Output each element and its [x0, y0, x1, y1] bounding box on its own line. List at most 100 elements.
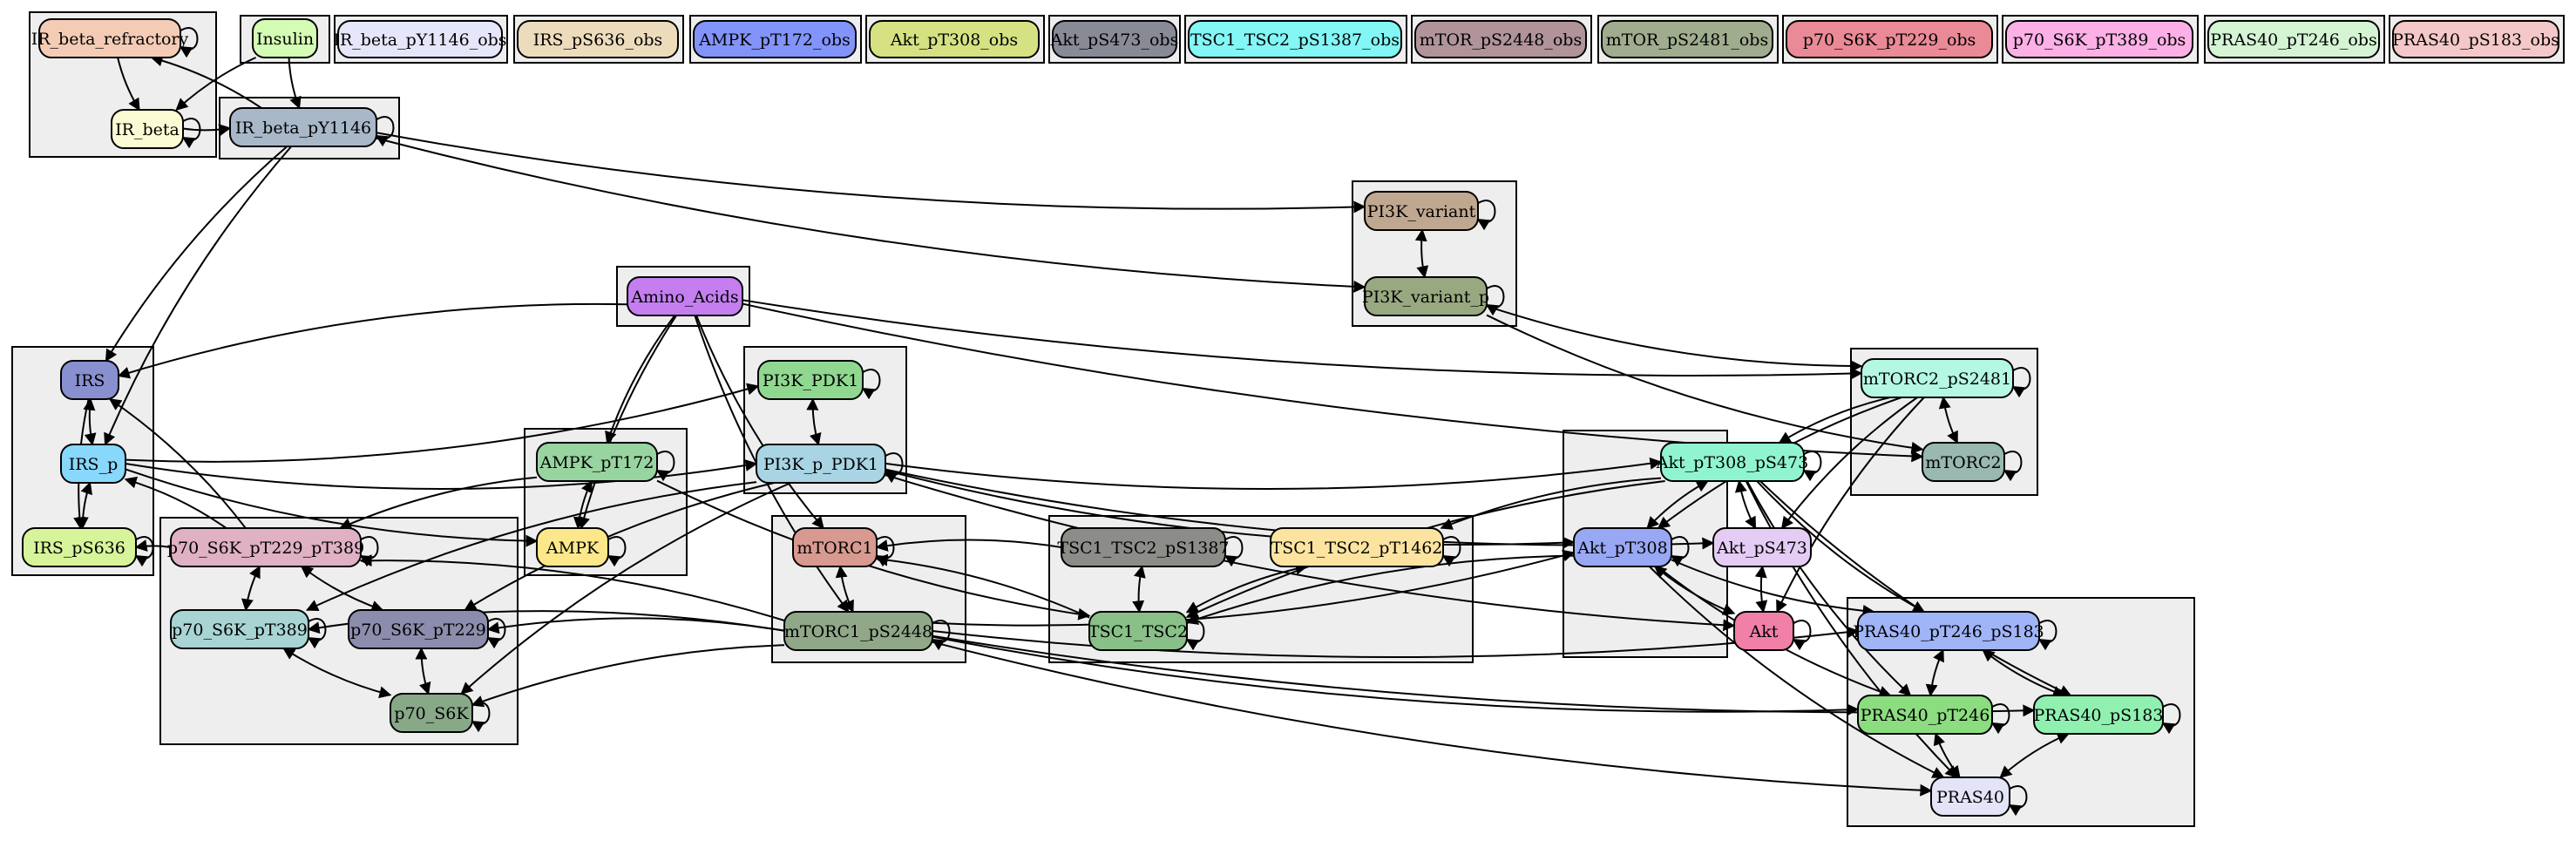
observable-pras40-ps183-obs[interactable]: PRAS40_pS183_obs [2389, 15, 2565, 64]
node-mtorc2[interactable]: mTORC2 [1922, 442, 2005, 482]
node-label: mTORC2 [1925, 453, 2001, 472]
observable-akt-ps473-obs[interactable]: Akt_pS473_obs [1048, 15, 1181, 64]
self-loop-tsc1-tsc2-pt1462 [1441, 536, 1461, 567]
node-label: mTORC1 [797, 539, 872, 558]
node-ampk-pt172[interactable]: AMPK_pT172 [536, 442, 658, 482]
node-p70-s6k-pt389[interactable]: p70_S6K_pT389 [170, 609, 309, 649]
node-p70-s6k-pt229[interactable]: p70_S6K_pT229 [348, 609, 489, 649]
self-loop-mtorc2 [2003, 451, 2023, 482]
node-label: PRAS40 [1936, 788, 2004, 807]
node-label: AMPK_pT172 [539, 453, 654, 472]
node-akt-pt308[interactable]: Akt_pT308 [1573, 527, 1672, 567]
node-p70-s6k-pt229-pt389[interactable]: p70_S6K_pT229_pT389 [167, 527, 364, 567]
node-label: AMPK [546, 539, 600, 558]
edge-mtorc1-ps2448-to-p70-s6k-pt229-pt389 [359, 554, 785, 621]
node-ir-beta[interactable]: IR_beta [111, 109, 184, 149]
node-pras40[interactable]: PRAS40 [1930, 777, 2010, 817]
self-loop-akt [1792, 620, 1812, 651]
self-loop-pi3k-variant [1476, 200, 1496, 231]
node-insulin[interactable]: Insulin [252, 18, 318, 58]
edge-tsc1-tsc2-ps1387-to-tsc1-tsc2 [1132, 565, 1146, 614]
observable-akt-pt308-obs[interactable]: Akt_pT308_obs [865, 15, 1045, 64]
edge-pi3k-p-pdk1-to-akt-pt308-ps473 [885, 457, 1663, 491]
self-loop-ampk [607, 536, 627, 567]
node-pi3k-variant[interactable]: PI3K_variant [1364, 191, 1479, 231]
node-label: mTORC1_pS2448 [784, 622, 932, 641]
observable-tsc1-tsc2-ps1387-obs[interactable]: TSC1_TSC2_pS1387_obs [1184, 15, 1407, 64]
node-irs[interactable]: IRS [60, 360, 119, 400]
self-loop-pras40-ps183 [2161, 703, 2181, 735]
node-mtorc2-ps2481[interactable]: mTORC2_pS2481 [1861, 358, 2014, 398]
self-loop-akt-pt308-ps473 [1802, 451, 1822, 482]
edge-mtorc1-ps2448-to-pras40 [932, 641, 1933, 797]
edge-ampk-pt172-to-ampk [573, 479, 593, 530]
node-label: PRAS40_pS183 [2034, 706, 2164, 725]
edge-ir-beta-refractory-to-ir-beta [117, 57, 140, 112]
edge-ir-beta-py1146-to-pi3k-variant [376, 132, 1366, 214]
node-amino-acids[interactable]: Amino_Acids [627, 276, 743, 316]
node-label: IRS_p [69, 455, 119, 474]
edge-ampk-pt172-to-p70-s6k-pt229-pt389 [339, 476, 538, 530]
node-akt-pt308-ps473[interactable]: Akt_pT308_pS473 [1656, 442, 1808, 482]
observable-label: Akt_pT308_obs [890, 31, 1018, 50]
node-akt[interactable]: Akt [1733, 611, 1794, 651]
observable-p70-s6k-pt229-obs[interactable]: p70_S6K_pT229_obs [1782, 15, 1998, 64]
edge-pi3k-p-pdk1-to-akt-pt308 [885, 469, 1576, 549]
node-pras40-pt246[interactable]: PRAS40_pT246 [1857, 695, 1993, 735]
self-loop-irs-ps636 [134, 536, 154, 567]
node-pras40-ps183[interactable]: PRAS40_pS183 [2033, 695, 2164, 735]
edge-ir-beta-py1146-to-irs [105, 146, 288, 363]
observable-ampk-pt172-obs[interactable]: AMPK_pT172_obs [689, 15, 862, 64]
self-loop-mtorc1-ps2448 [931, 620, 951, 651]
edge-akt-pt308-ps473-to-pras40-pt246 [1746, 480, 1912, 696]
node-label: p70_S6K [394, 704, 469, 723]
node-tsc1-tsc2-pt1462[interactable]: TSC1_TSC2_pT1462 [1270, 527, 1444, 567]
node-pi3k-variant-p[interactable]: PI3K_variant_p [1362, 276, 1489, 316]
node-pras40-pt246-ps183[interactable]: PRAS40_pT246_pS183 [1853, 611, 2044, 651]
node-mtorc1-ps2448[interactable]: mTORC1_pS2448 [783, 611, 933, 651]
node-label: p70_S6K_pT229 [350, 621, 486, 640]
edge-ir-beta-to-ir-beta-py1146 [182, 124, 232, 136]
observable-p70-s6k-pt389-obs[interactable]: p70_S6K_pT389_obs [2002, 15, 2199, 64]
node-akt-ps473[interactable]: Akt_pS473 [1712, 527, 1812, 567]
edge-p70-s6k-pt229-pt389-to-irs-p [124, 476, 227, 529]
self-loop-tsc1-tsc2-ps1387 [1224, 536, 1244, 567]
edge-akt-pt308-to-akt [1654, 566, 1736, 615]
observable-mtor-ps2448-obs[interactable]: mTOR_pS2448_obs [1411, 15, 1592, 64]
edge-irs-p-to-irs-ps636 [76, 481, 92, 530]
node-irs-ps636[interactable]: IRS_pS636 [22, 527, 137, 567]
observable-pras40-pt246-obs[interactable]: PRAS40_pT246_obs [2204, 15, 2385, 64]
edge-mtorc2-ps2481-to-mtorc2 [1938, 396, 1959, 444]
node-label: Akt_pS473 [1716, 539, 1807, 558]
node-label: PRAS40_pT246_pS183 [1853, 622, 2044, 641]
observable-ir-beta-py1146-obs[interactable]: IR_beta_pY1146_obs [333, 15, 508, 64]
self-loop-tsc1-tsc2 [1185, 620, 1205, 651]
edge-tsc1-tsc2-pt1462-to-tsc1-tsc2 [1185, 562, 1308, 614]
self-loop-ir-beta-refractory [179, 27, 199, 58]
edge-mtorc2-ps2481-to-akt-ps473 [1780, 397, 1918, 530]
node-irs-p[interactable]: IRS_p [60, 444, 126, 484]
node-label: Akt_pT308 [1576, 539, 1667, 558]
edge-akt-pt308-ps473-to-akt-ps473 [1734, 479, 1757, 530]
node-ir-beta-py1146[interactable]: IR_beta_pY1146 [229, 107, 377, 147]
node-mtorc1[interactable]: mTORC1 [792, 527, 878, 567]
node-pi3k-p-pdk1[interactable]: PI3K_p_PDK1 [756, 444, 886, 484]
edge-pras40-pt246-ps183-to-pras40-pt246 [1925, 648, 1944, 697]
node-tsc1-tsc2[interactable]: TSC1_TSC2 [1088, 611, 1188, 651]
edge-ir-beta-py1146-to-pi3k-variant-p [376, 137, 1366, 293]
edge-tsc1-tsc2-to-mtorc1 [875, 553, 1090, 619]
node-label: Akt_pT308_pS473 [1656, 453, 1808, 472]
node-ampk[interactable]: AMPK [536, 527, 609, 567]
observable-mtor-ps2481-obs[interactable]: mTOR_pS2481_obs [1597, 15, 1779, 64]
node-p70-s6k[interactable]: p70_S6K [390, 693, 473, 733]
observable-label: IR_beta_pY1146_obs [333, 31, 506, 50]
edge-p70-s6k-pt229-to-p70-s6k [415, 647, 431, 695]
observable-irs-ps636-obs[interactable]: IRS_pS636_obs [513, 15, 684, 64]
node-ir-beta-refractory[interactable]: IR_beta_refractory [31, 18, 189, 58]
self-loop-p70-s6k-pt229-pt389 [359, 536, 379, 567]
node-pi3k-pdk1[interactable]: PI3K_PDK1 [757, 360, 864, 400]
node-tsc1-tsc2-ps1387[interactable]: TSC1_TSC2_pS1387 [1057, 527, 1230, 567]
node-label: Amino_Acids [630, 288, 738, 307]
edge-mtorc1-ps2448-to-pras40-pt246-ps183 [932, 626, 1860, 658]
node-label: IR_beta [115, 120, 180, 139]
